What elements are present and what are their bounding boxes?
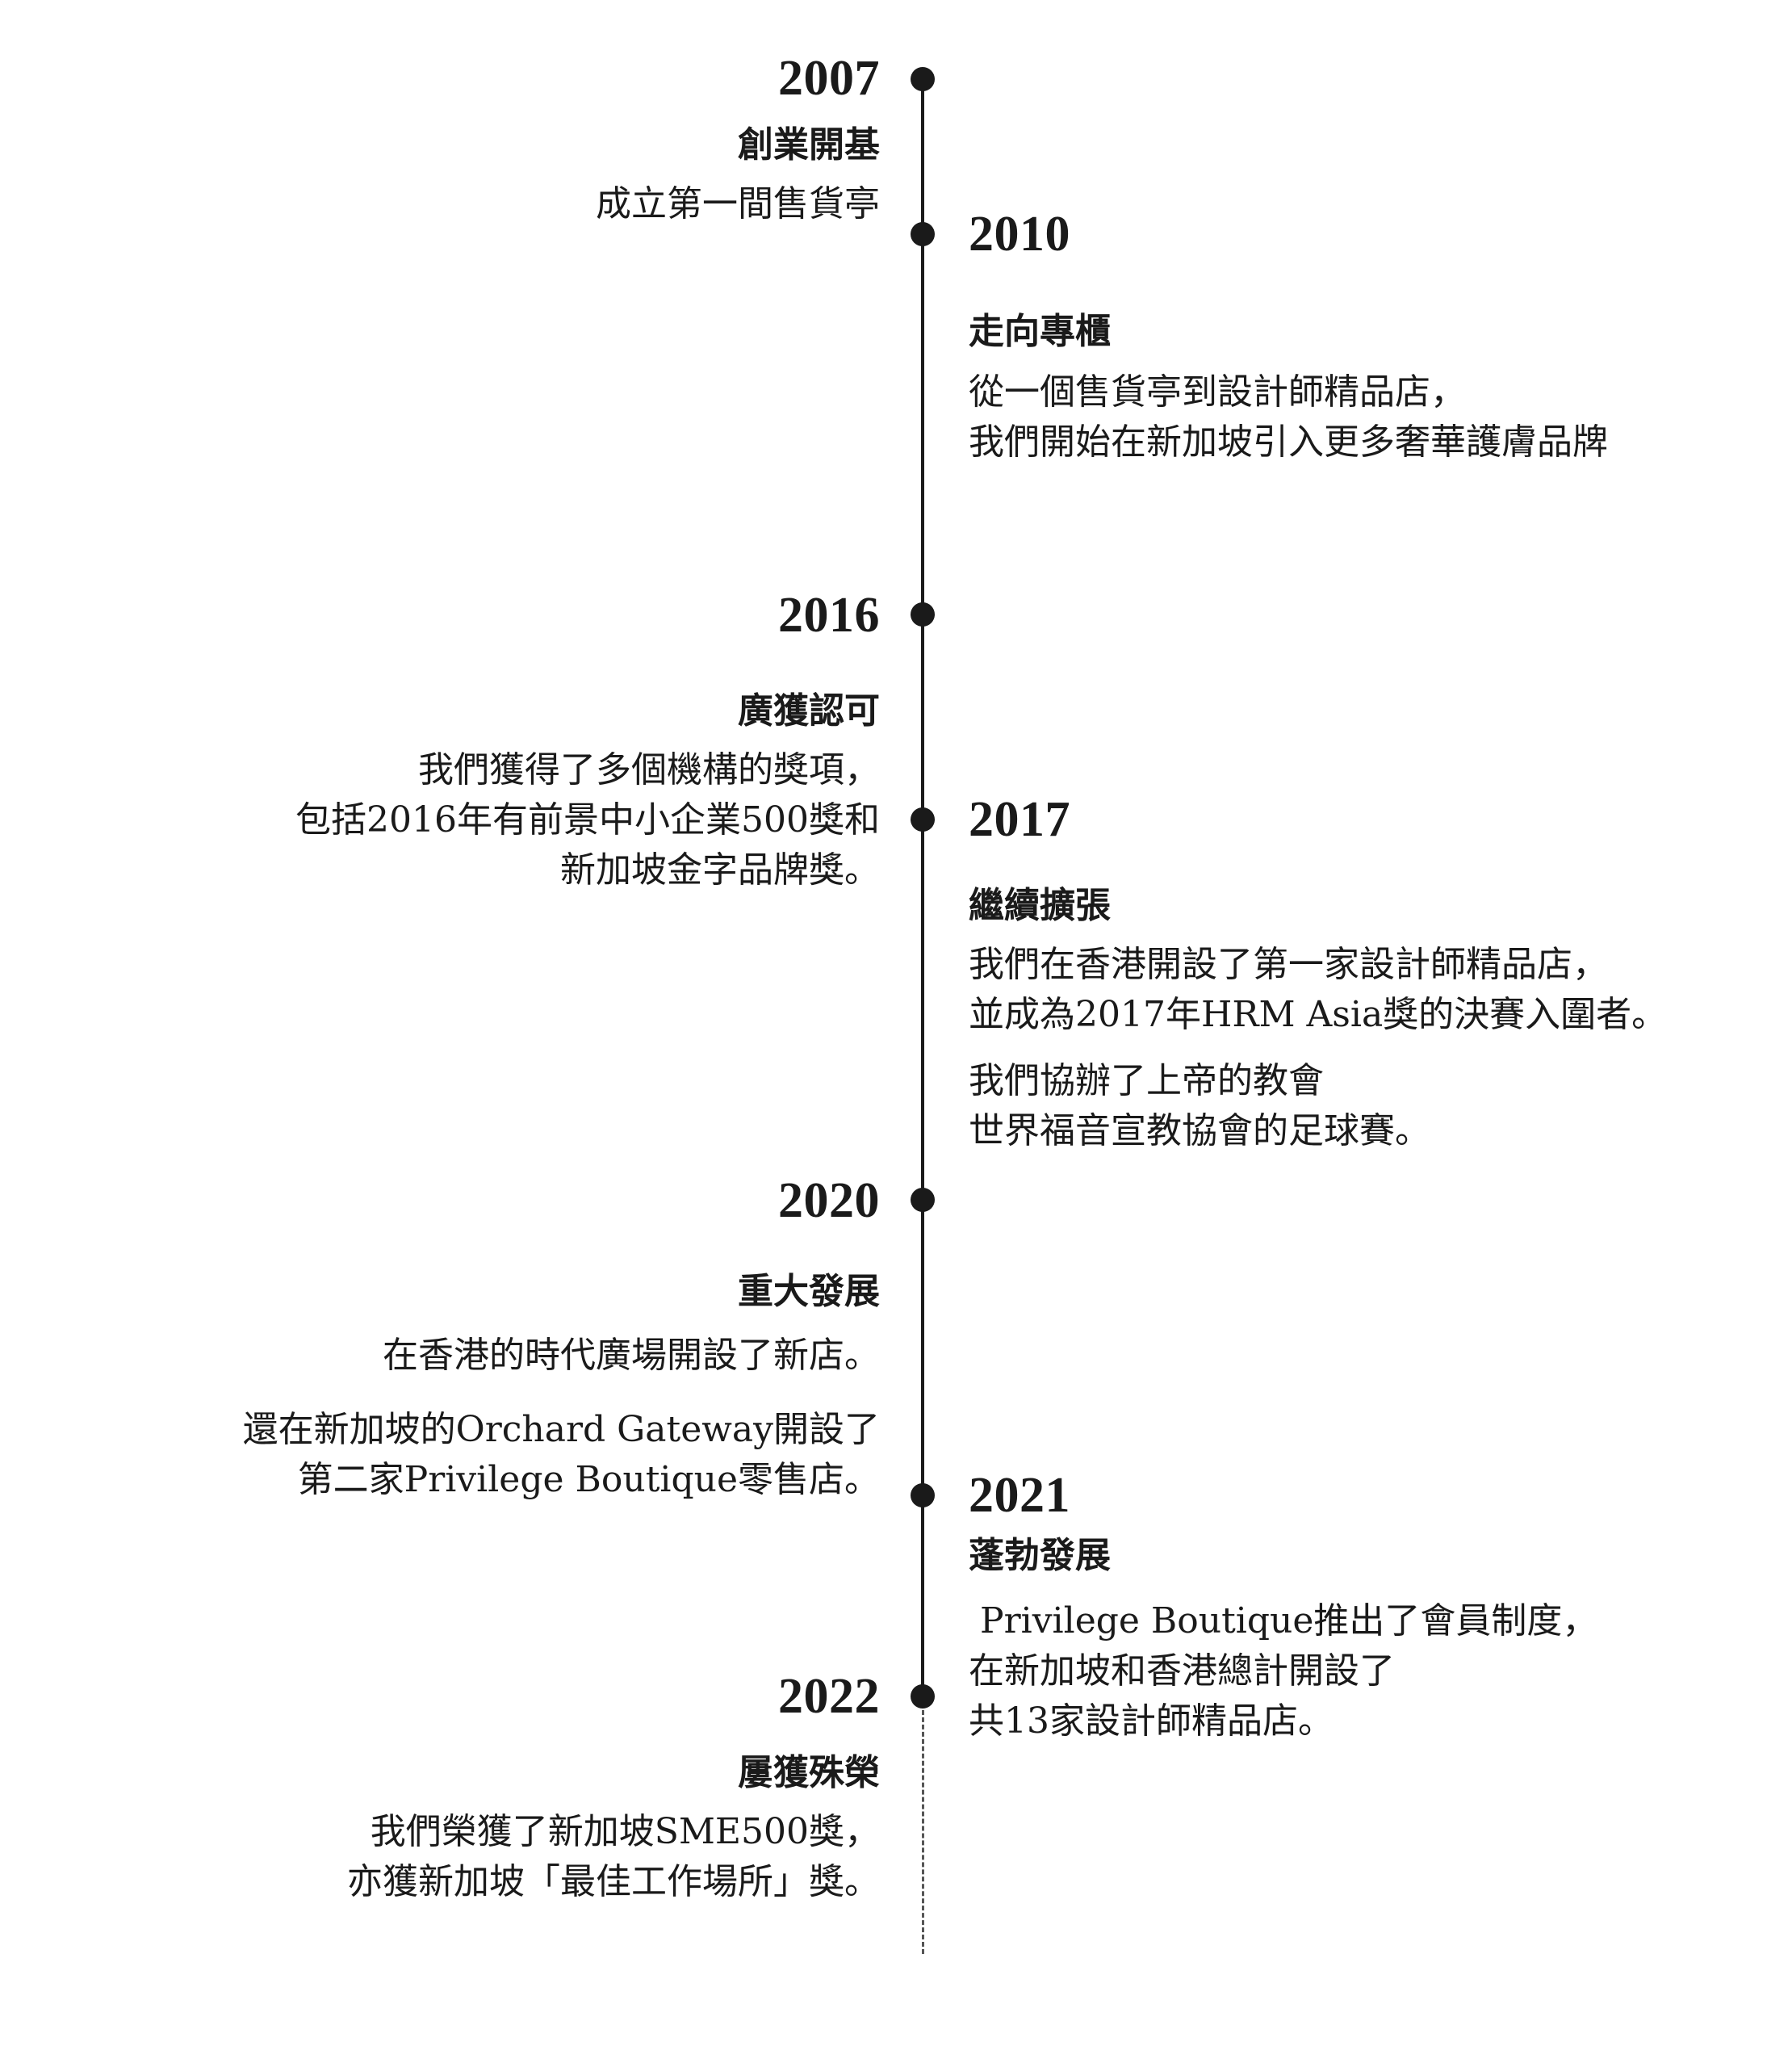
milestone-dot-2021 (911, 1483, 935, 1507)
milestone-description: 我們獲得了多個機構的獎項， 包括2016年有前景中小企業500獎和 新加坡金字品… (295, 749, 880, 891)
milestone-dot-2016 (911, 602, 935, 627)
milestone-title: 重大發展 (738, 1271, 880, 1312)
milestone-2007: 2007 創業開基 成立第一間售貨亭 (596, 50, 880, 229)
milestone-dot-2022 (911, 1684, 935, 1709)
milestone-2022: 2022 屢獲殊榮 我們榮獲了新加坡SME500獎， 亦獲新加坡「最佳工作場所」… (347, 1668, 880, 1907)
milestone-title: 廣獲認可 (738, 690, 880, 732)
milestone-title: 繼續擴張 (969, 885, 1111, 926)
milestone-dot-2017 (911, 807, 935, 832)
milestone-2010: 2010 走向專櫃 從一個售貨亭到設計師精品店， 我們開始在新加坡引入更多奢華護… (969, 206, 1608, 467)
milestone-year: 2016 (778, 588, 880, 643)
milestone-description: 我們協辦了上帝的教會 世界福音宣教協會的足球賽。 (969, 1060, 1430, 1151)
milestone-dot-2020 (911, 1188, 935, 1212)
milestone-title: 走向專櫃 (969, 311, 1111, 352)
milestone-2020: 2020 重大發展 在香港的時代廣場開設了新店。 還在新加坡的Orchard G… (243, 1172, 880, 1505)
milestone-dot-2010 (911, 222, 935, 246)
milestone-2017: 2017 繼續擴張 我們在香港開設了第一家設計師精品店， 並成為2017年HRM… (969, 791, 1667, 1156)
milestone-title: 創業開基 (738, 124, 880, 166)
milestone-description: 還在新加坡的Orchard Gateway開設了 第二家Privilege Bo… (242, 1409, 880, 1500)
milestone-description: 我們在香港開設了第一家設計師精品店， 並成為2017年HRM Asia獎的決賽入… (969, 944, 1668, 1035)
milestone-title: 蓬勃發展 (969, 1535, 1111, 1576)
milestone-dot-2007 (911, 67, 935, 91)
milestone-description: Privilege Boutique推出了會員制度， 在新加坡和香港總計開設了 … (969, 1600, 1598, 1742)
milestone-year: 2022 (778, 1669, 880, 1724)
milestone-description: 在香港的時代廣場開設了新店。 (383, 1335, 880, 1376)
milestone-year: 2017 (969, 792, 1070, 847)
milestone-year: 2021 (969, 1468, 1070, 1523)
timeline-axis-continuation (922, 1696, 924, 1954)
milestone-description: 從一個售貨亭到設計師精品店， 我們開始在新加坡引入更多奢華護膚品牌 (969, 371, 1608, 463)
milestone-2021: 2021 蓬勃發展 Privilege Boutique推出了會員制度， 在新加… (969, 1467, 1597, 1746)
milestone-year: 2010 (969, 207, 1070, 262)
milestone-title: 屢獲殊榮 (738, 1752, 880, 1793)
milestone-description: 我們榮獲了新加坡SME500獎， 亦獲新加坡「最佳工作場所」獎。 (347, 1811, 880, 1902)
milestone-2016: 2016 廣獲認可 我們獲得了多個機構的獎項， 包括2016年有前景中小企業50… (295, 587, 880, 895)
milestone-year: 2007 (778, 51, 880, 106)
timeline-axis (921, 77, 924, 1696)
milestone-description: 成立第一間售貨亭 (596, 183, 880, 224)
milestone-year: 2020 (778, 1173, 880, 1228)
